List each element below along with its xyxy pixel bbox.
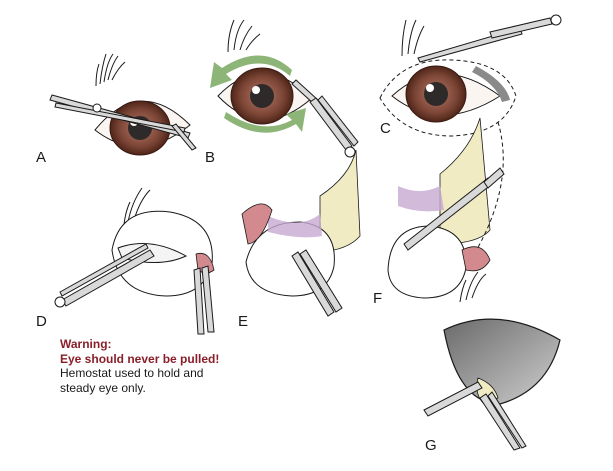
panel-label-c: C xyxy=(380,120,391,137)
lashes-icon xyxy=(401,19,425,57)
forceps-icon xyxy=(49,94,197,151)
warning-emphasis: Eye should never be pulled! xyxy=(60,351,220,366)
rectus-muscle xyxy=(241,203,273,245)
panel-label-b: B xyxy=(205,149,215,166)
orbital-fascia xyxy=(439,117,491,245)
hemostat-icon xyxy=(423,381,527,451)
rotation-arrow-upper-icon xyxy=(210,55,292,88)
lashes-icon xyxy=(459,271,487,303)
panel-label-g: G xyxy=(425,437,437,454)
warning-body-line2: steady eye only. xyxy=(60,380,146,395)
incision-dashed-outline xyxy=(379,59,517,137)
panel-f xyxy=(387,117,505,299)
panel-label-e: E xyxy=(238,313,248,330)
panel-d xyxy=(54,187,215,335)
optic-nerve-ligament xyxy=(268,214,322,238)
lid-margin-shading xyxy=(472,66,510,102)
lashes-icon xyxy=(227,19,261,53)
panel-g xyxy=(423,271,561,451)
scissors-icon xyxy=(291,249,343,317)
scissors-icon xyxy=(403,167,505,251)
empty-orbit xyxy=(443,318,561,405)
panel-label-a: A xyxy=(36,149,46,166)
scissors-icon xyxy=(291,79,359,158)
optic-nerve-ligament xyxy=(398,186,444,212)
pupil-highlight xyxy=(426,84,434,92)
lashes-icon xyxy=(95,53,126,87)
panel-c xyxy=(379,14,562,137)
warning-body-line1: Hemostat used to hold and xyxy=(60,366,204,380)
rotation-arrow-lower-icon xyxy=(224,108,306,133)
warning-heading: Warning: xyxy=(60,337,112,351)
panel-e xyxy=(241,149,361,317)
warning-note: Warning: Eye should never be pulled! Hem… xyxy=(60,337,260,395)
scissors-icon xyxy=(417,14,562,63)
globe xyxy=(387,225,467,299)
panel-a xyxy=(49,53,197,156)
scissors-icon xyxy=(193,265,215,335)
panel-label-d: D xyxy=(36,313,47,330)
rectus-muscle xyxy=(461,246,491,272)
pupil-highlight xyxy=(252,86,260,94)
panel-b xyxy=(210,19,359,158)
hemostat-icon xyxy=(54,243,155,308)
panel-label-f: F xyxy=(373,290,382,307)
